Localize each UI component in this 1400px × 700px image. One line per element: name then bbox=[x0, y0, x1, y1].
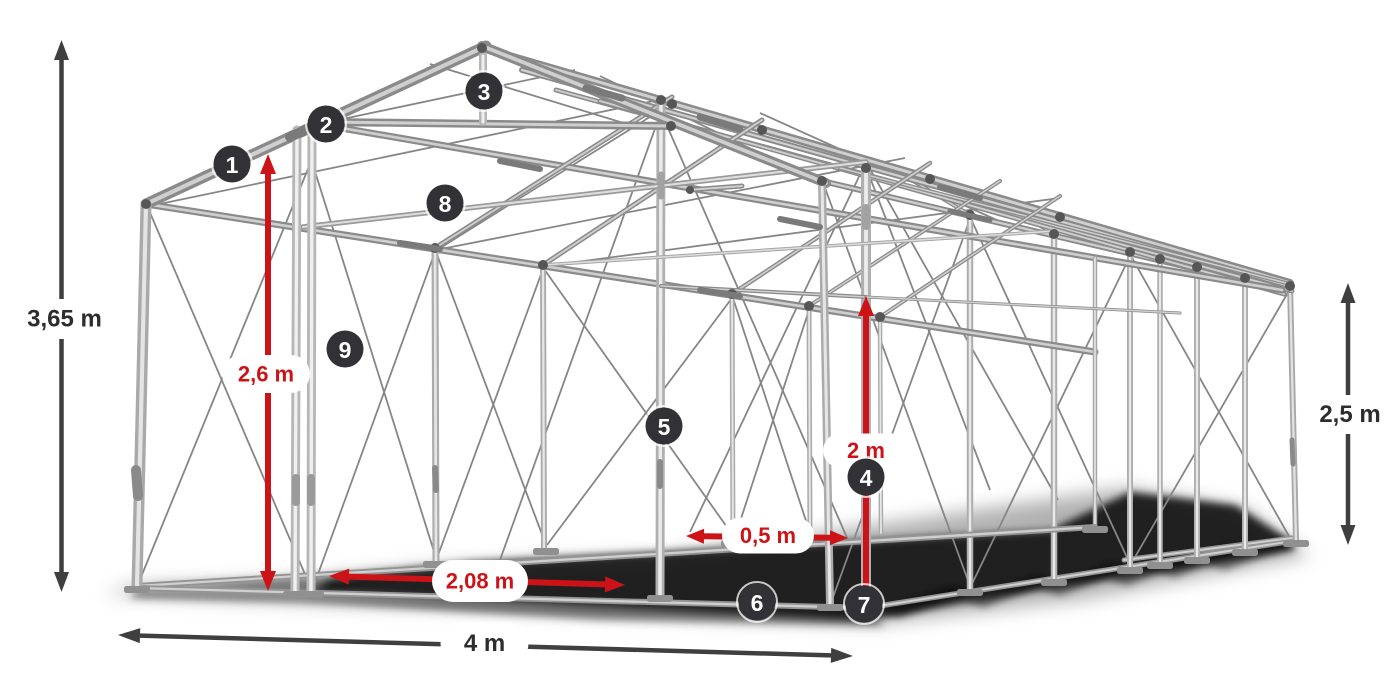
svg-text:4: 4 bbox=[860, 465, 873, 491]
svg-text:0,5 m: 0,5 m bbox=[740, 523, 796, 548]
svg-text:8: 8 bbox=[439, 191, 452, 217]
svg-text:3,65 m: 3,65 m bbox=[27, 306, 102, 333]
svg-text:4 m: 4 m bbox=[464, 630, 505, 657]
svg-text:3: 3 bbox=[478, 79, 491, 105]
svg-text:9: 9 bbox=[339, 337, 352, 363]
svg-text:2,6 m: 2,6 m bbox=[238, 362, 294, 387]
svg-text:6: 6 bbox=[751, 590, 764, 616]
svg-text:2,5 m: 2,5 m bbox=[1319, 401, 1380, 428]
svg-text:2: 2 bbox=[320, 112, 333, 138]
svg-text:7: 7 bbox=[858, 592, 871, 618]
svg-text:2,08 m: 2,08 m bbox=[446, 569, 515, 594]
svg-text:5: 5 bbox=[658, 414, 671, 440]
svg-text:1: 1 bbox=[226, 152, 239, 178]
